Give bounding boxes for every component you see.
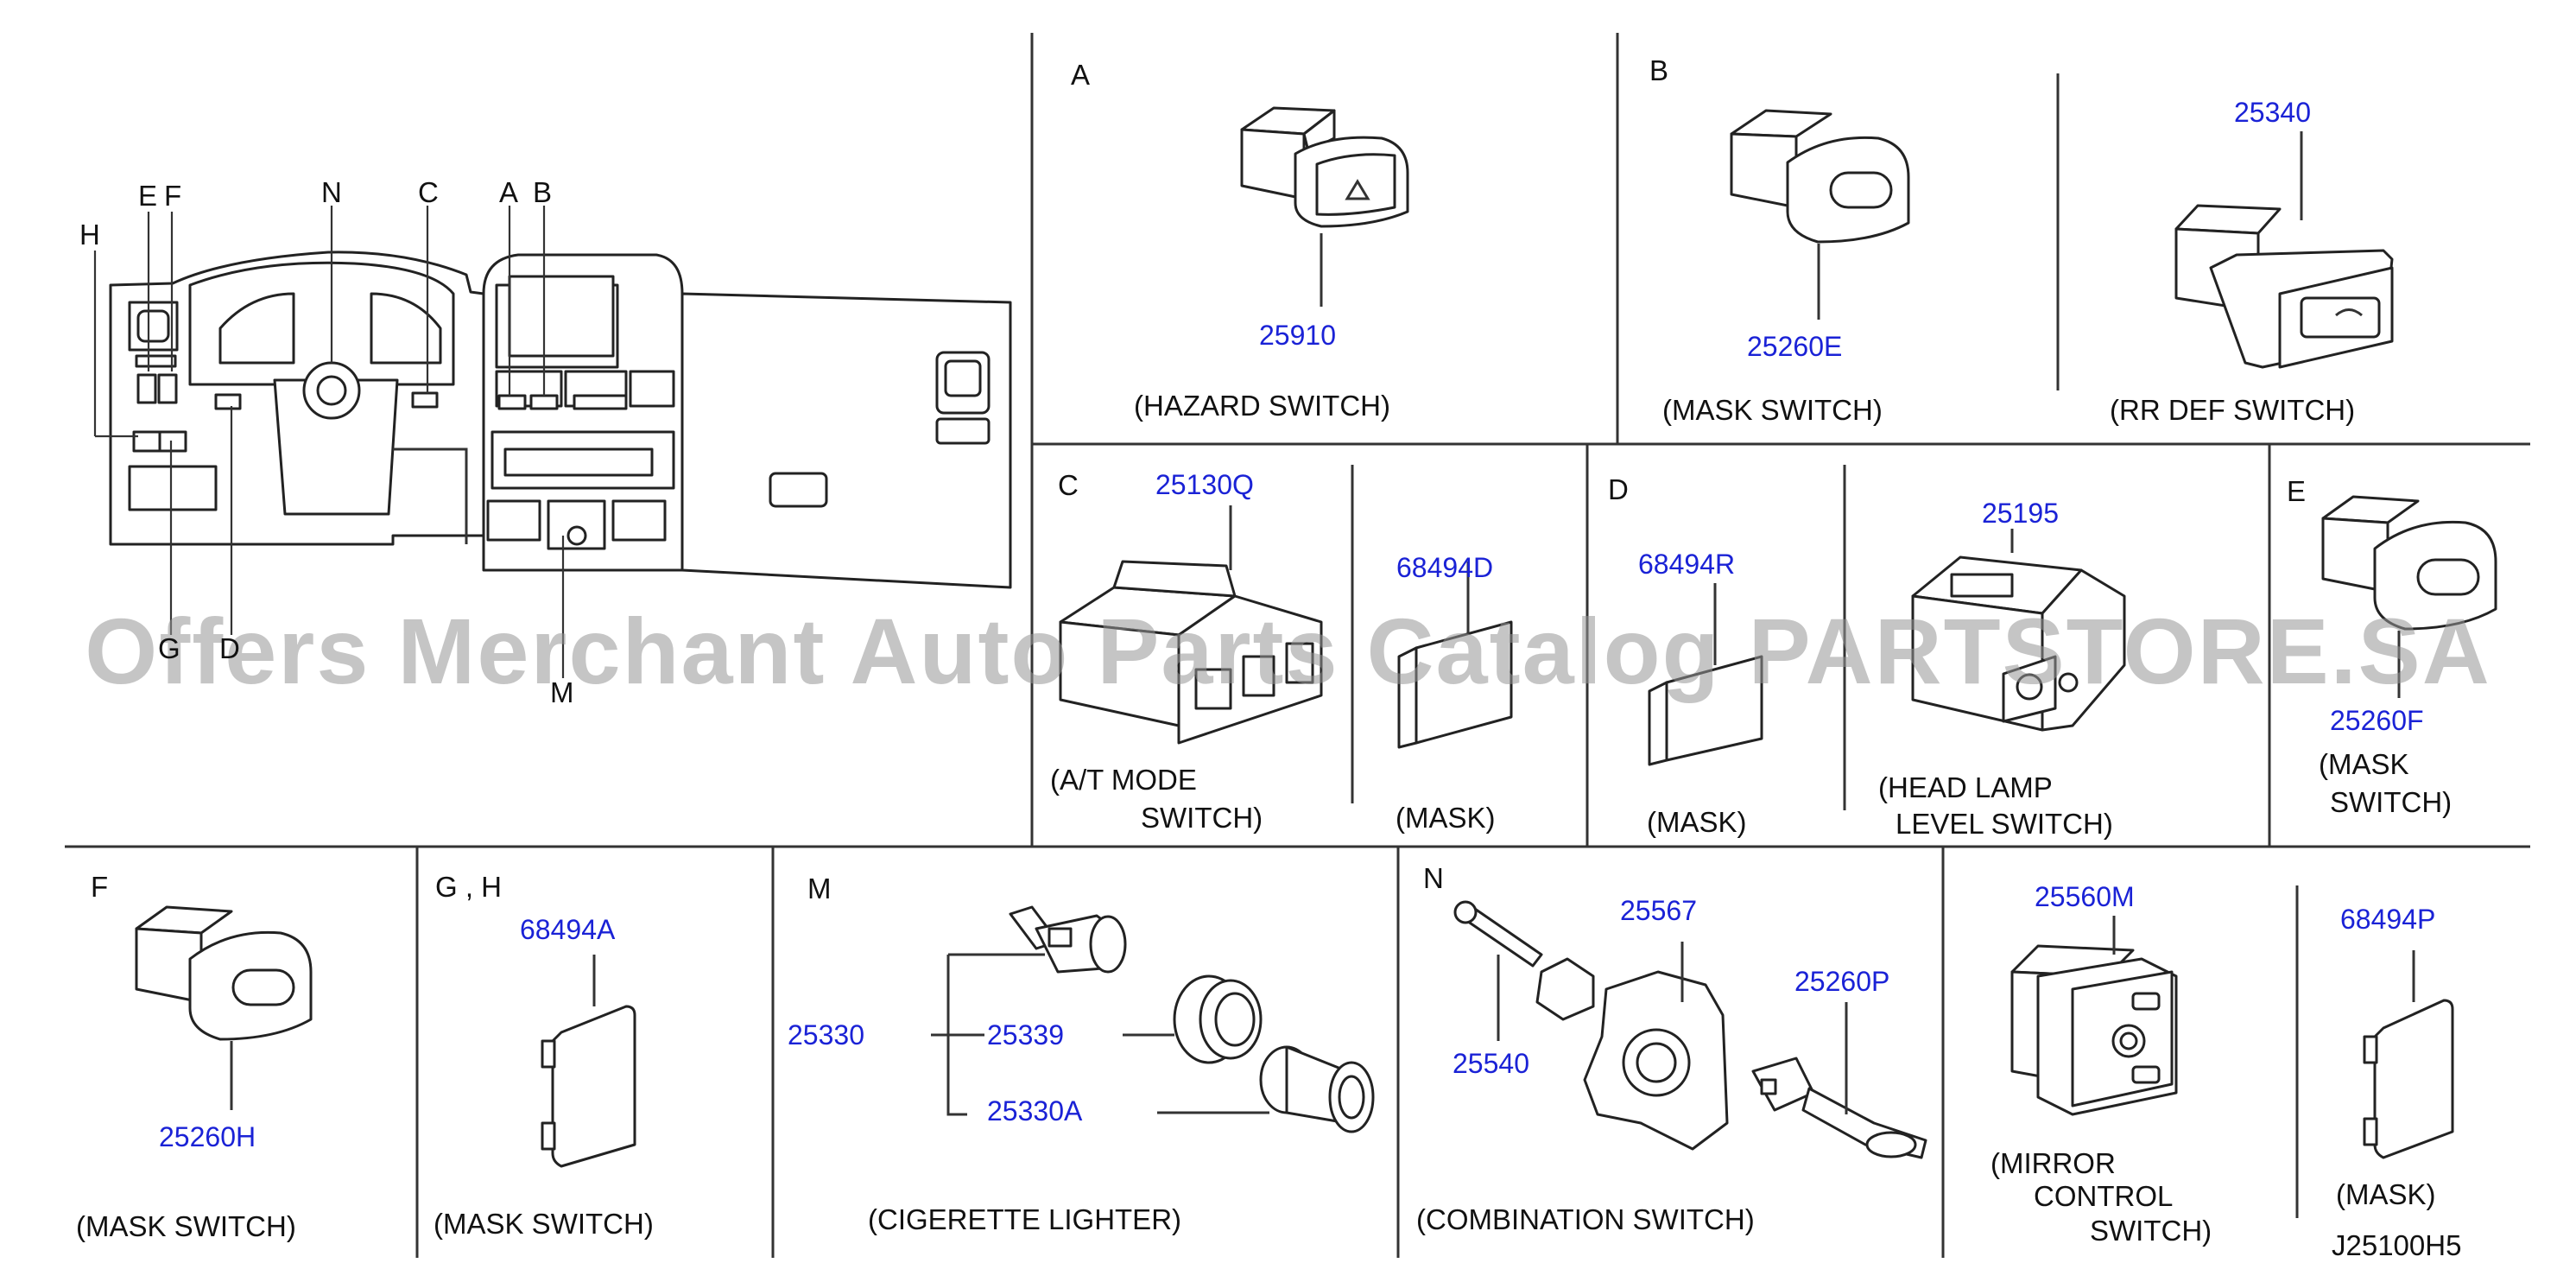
part-number-68494a[interactable]: 68494A	[520, 914, 616, 945]
dash-letter-n: N	[321, 176, 342, 208]
caption-mask-e-line2: SWITCH)	[2330, 786, 2453, 818]
part-number-25195[interactable]: 25195	[1982, 498, 2059, 529]
cigarette-lighter-drawing	[931, 905, 1375, 1133]
dashboard-drawing	[109, 251, 1012, 589]
mask-switch-f-drawing	[135, 905, 313, 1110]
dash-letter-a: A	[499, 176, 519, 208]
dash-letter-h: H	[79, 219, 100, 251]
panel-letter-f: F	[91, 871, 109, 903]
dash-letter-m: M	[550, 676, 574, 708]
caption-mask-switch-gh: (MASK SWITCH)	[434, 1208, 654, 1240]
mirror-control-switch-drawing	[2010, 916, 2178, 1116]
caption-mask-c: (MASK)	[1396, 802, 1496, 834]
part-number-25339[interactable]: 25339	[987, 1019, 1064, 1050]
rr-def-switch-drawing	[2174, 131, 2394, 369]
dash-letter-f: F	[164, 180, 182, 212]
dash-letter-b: B	[533, 176, 553, 208]
caption-cigarette-lighter: (CIGERETTE LIGHTER)	[868, 1203, 1182, 1235]
drawing-code: J25100H5	[2332, 1229, 2462, 1261]
part-number-68494r[interactable]: 68494R	[1638, 549, 1736, 580]
part-number-68494p[interactable]: 68494P	[2340, 904, 2436, 935]
part-number-25330a[interactable]: 25330A	[987, 1095, 1083, 1127]
caption-mirror-line2: CONTROL	[2034, 1180, 2174, 1212]
part-number-25540[interactable]: 25540	[1453, 1048, 1529, 1079]
panel-letter-b: B	[1649, 54, 1669, 86]
at-mode-switch-drawing	[1059, 505, 1513, 749]
caption-head-lamp-line1: (HEAD LAMP	[1878, 771, 2053, 803]
panel-letter-gh: G , H	[435, 871, 503, 903]
caption-mirror-line1: (MIRROR	[1991, 1147, 2116, 1179]
caption-at-mode-line1: (A/T MODE	[1050, 764, 1197, 796]
part-number-25560m[interactable]: 25560M	[2035, 881, 2135, 912]
panel-grid-lines	[65, 33, 2530, 1258]
mask-switch-gh-drawing	[541, 955, 636, 1168]
part-number-68494d[interactable]: 68494D	[1396, 552, 1494, 583]
part-number-25910[interactable]: 25910	[1259, 320, 1336, 351]
dash-letter-d: D	[219, 632, 240, 664]
caption-mask-e-line1: (MASK	[2319, 748, 2409, 780]
caption-head-lamp-line2: LEVEL SWITCH)	[1896, 808, 2113, 840]
caption-combination-switch: (COMBINATION SWITCH)	[1416, 1203, 1755, 1235]
caption-mask-switch-b: (MASK SWITCH)	[1662, 394, 1883, 426]
panel-letter-n: N	[1423, 862, 1444, 894]
panel-letter-e: E	[2287, 475, 2307, 507]
part-number-25340[interactable]: 25340	[2234, 97, 2311, 128]
hazard-switch-drawing	[1240, 106, 1409, 307]
combination-switch-drawing	[1453, 900, 1927, 1159]
panel-letter-m: M	[807, 873, 832, 904]
dash-letter-c: C	[418, 176, 439, 208]
part-number-25567[interactable]: 25567	[1620, 895, 1697, 926]
mask-switch-b-drawing	[1730, 109, 1910, 320]
caption-rr-def-switch: (RR DEF SWITCH)	[2110, 394, 2356, 426]
dash-letter-e: E	[138, 180, 158, 212]
caption-mask-switch-f: (MASK SWITCH)	[76, 1210, 296, 1242]
caption-hazard-switch: (HAZARD SWITCH)	[1134, 390, 1390, 422]
mask-68494p-drawing	[2363, 950, 2454, 1159]
panel-letter-c: C	[1058, 469, 1079, 501]
dash-letter-g: G	[158, 632, 180, 664]
part-number-25330[interactable]: 25330	[788, 1019, 864, 1050]
part-number-25260h[interactable]: 25260H	[159, 1121, 256, 1152]
mask-switch-e-drawing	[2321, 495, 2497, 698]
panel-letter-a: A	[1071, 59, 1091, 91]
caption-mask-p: (MASK)	[2336, 1178, 2436, 1210]
headlamp-switch-drawing	[1648, 529, 2126, 766]
part-number-25260p[interactable]: 25260P	[1794, 966, 1890, 997]
panel-letter-d: D	[1608, 473, 1629, 505]
caption-at-mode-line2: SWITCH)	[1141, 802, 1263, 834]
part-number-25260e[interactable]: 25260E	[1747, 331, 1843, 362]
part-number-25130q[interactable]: 25130Q	[1155, 469, 1254, 500]
caption-mask-d: (MASK)	[1647, 806, 1747, 838]
caption-mirror-line3: SWITCH)	[2090, 1215, 2212, 1247]
part-number-25260f[interactable]: 25260F	[2330, 705, 2424, 736]
watermark: Offers Merchant Auto Parts Catalog PARTS…	[85, 599, 2491, 703]
dashboard-leaders	[93, 206, 565, 678]
